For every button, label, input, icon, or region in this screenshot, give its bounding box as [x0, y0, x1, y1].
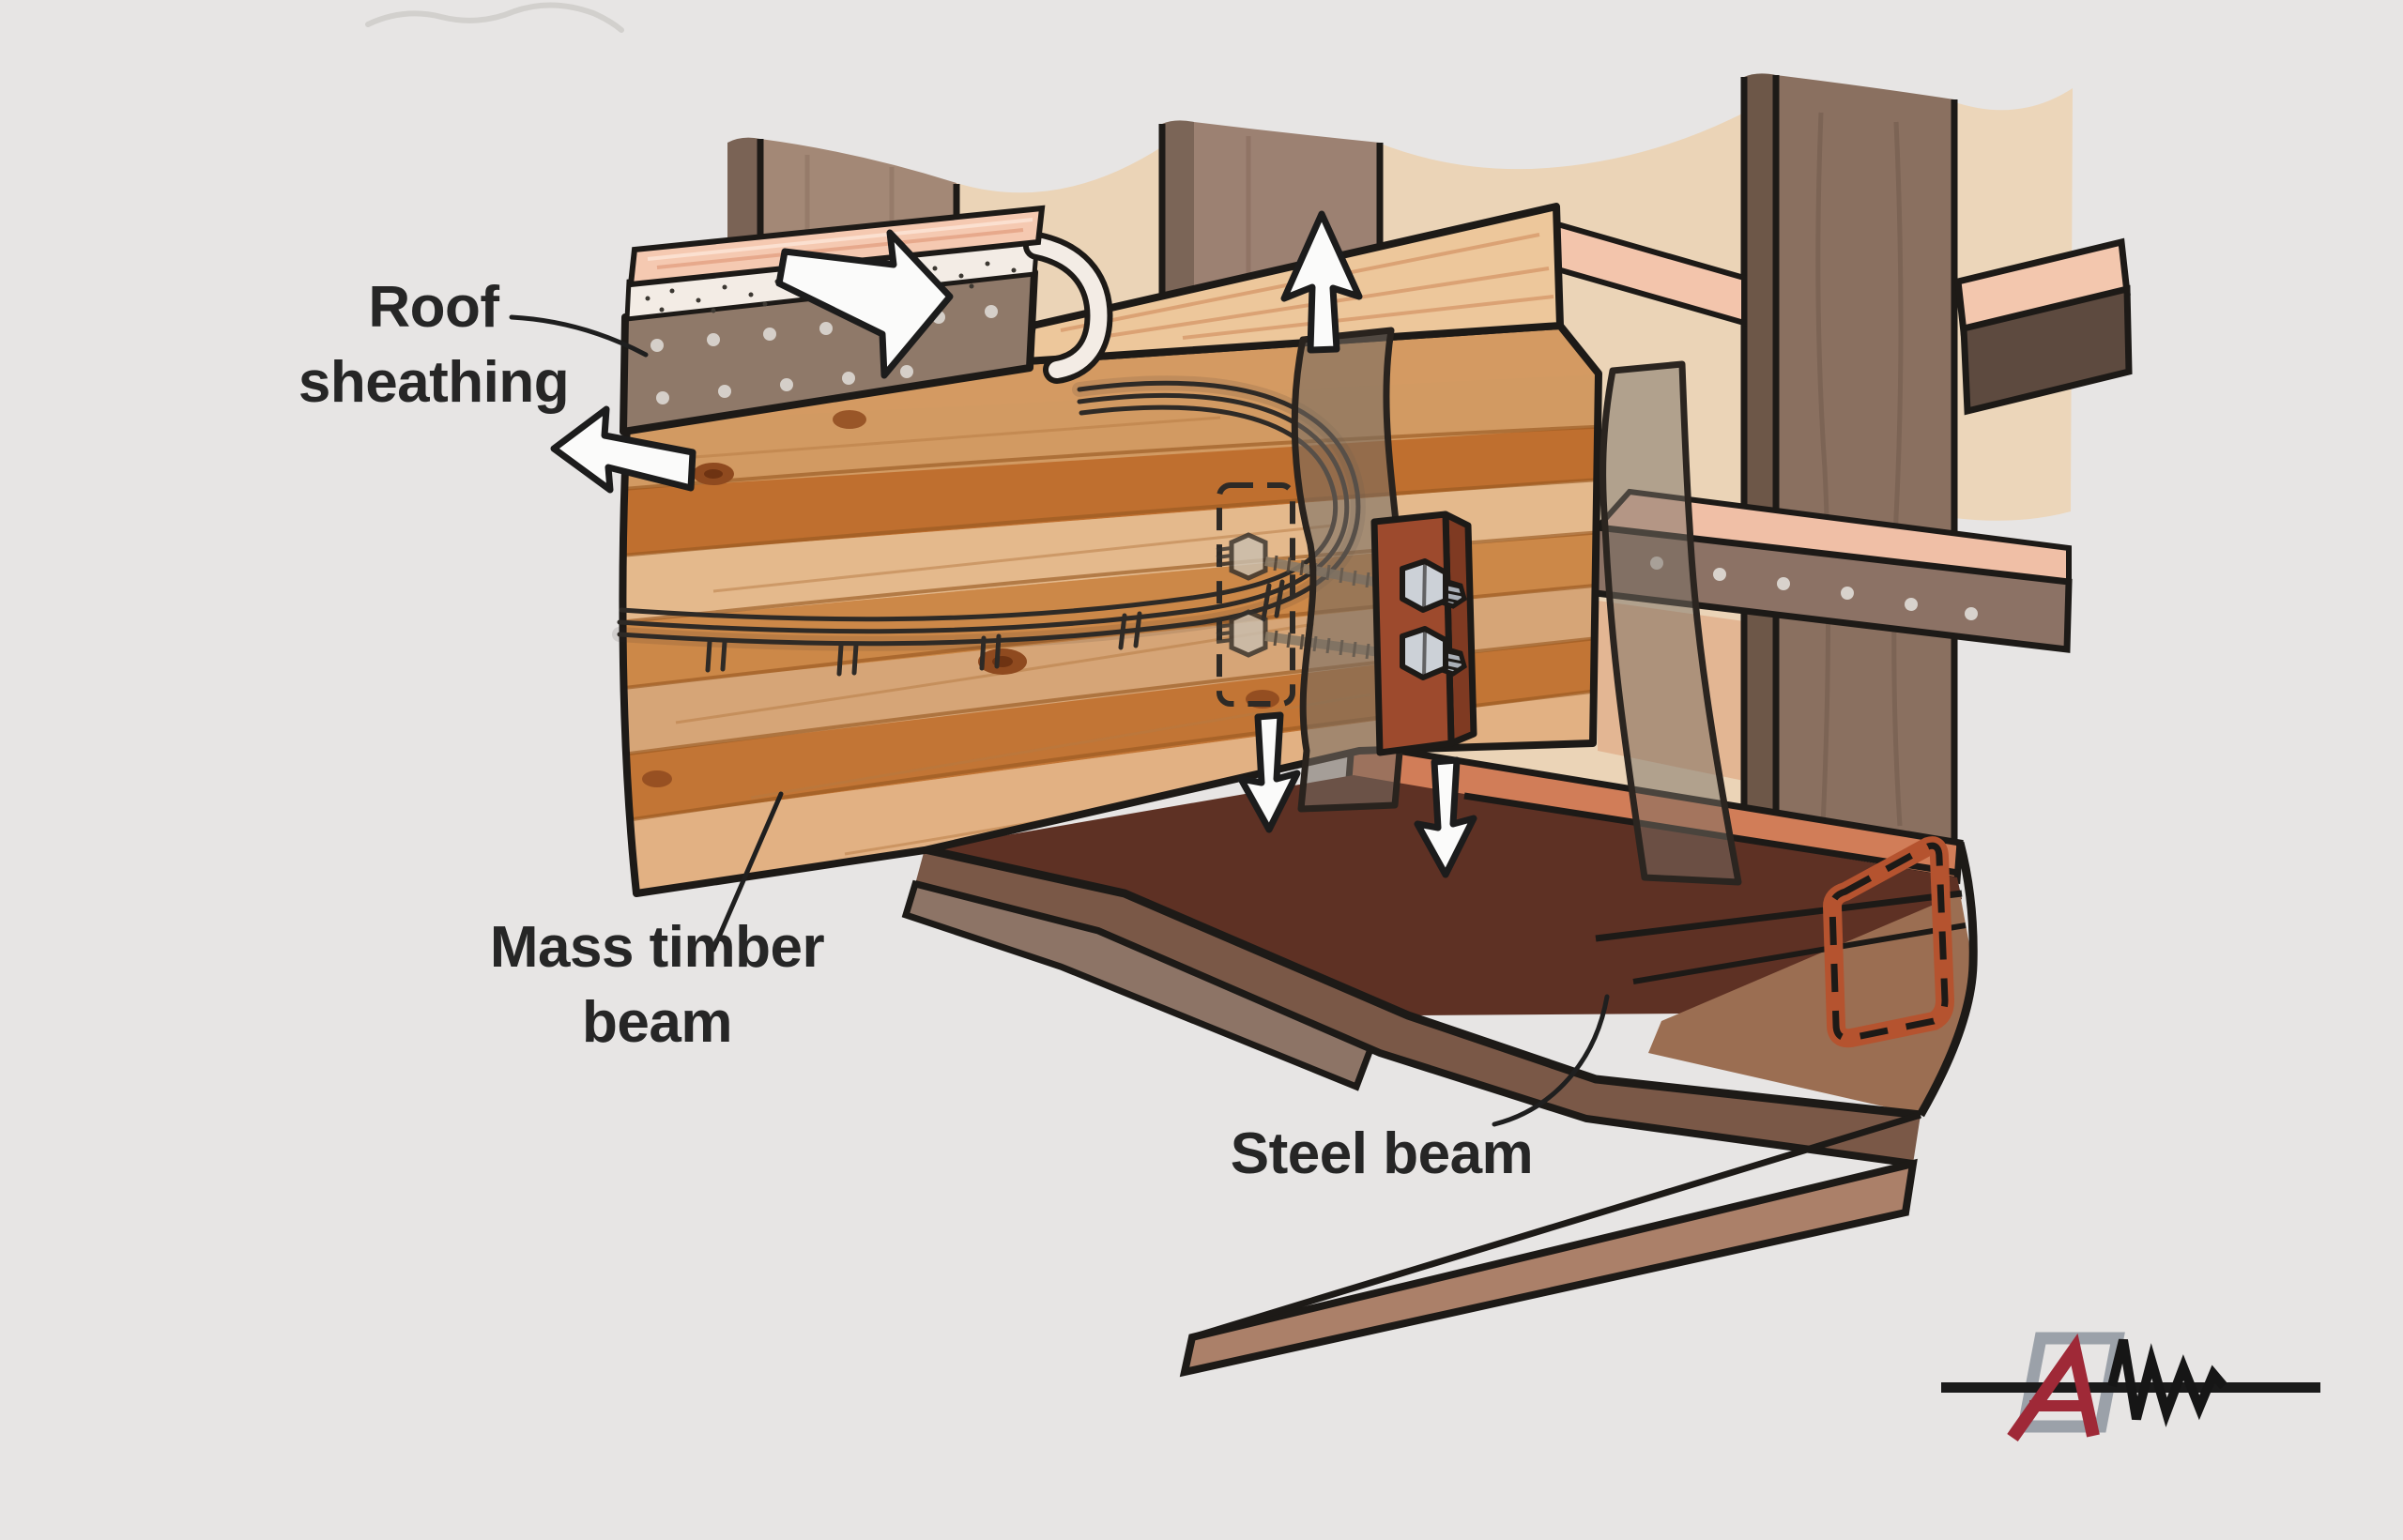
force-arrow-left-icon — [550, 405, 696, 494]
faint-sketch-squiggle — [365, 2, 624, 33]
steel-end-cut-edge — [1917, 841, 1978, 1118]
hidden-member-outline — [1822, 836, 1955, 1048]
logo-frame — [2016, 1332, 2125, 1433]
plate-bolts — [1400, 558, 1467, 680]
leader-steel-beam — [1492, 994, 1610, 1127]
mass-timber-beam-label: Mass timber beam — [490, 915, 825, 1055]
wood-knots — [642, 410, 1279, 787]
steel-end-face — [1648, 893, 1973, 1115]
steel-side-plate — [1370, 511, 1477, 756]
middle-stud-side — [1162, 120, 1194, 315]
steel-strap-right — [1599, 360, 1742, 886]
steel-beam-label: Steel beam — [1231, 1121, 1533, 1186]
logo-letter-a — [2007, 1333, 2100, 1442]
embedded-nuts — [1216, 532, 1268, 658]
right-column-face — [1776, 75, 1954, 849]
roof-sheathing-label-line2: sheathing — [298, 350, 569, 415]
force-arrow-down-right-icon — [1414, 756, 1477, 878]
force-arrow-down-left-icon — [1237, 711, 1301, 833]
force-arrows — [550, 210, 1477, 878]
flexible-screw-band — [612, 375, 1366, 677]
right-column-side — [1744, 73, 1776, 849]
logo-zigzag-icon — [2107, 1338, 2227, 1427]
annotations: Roof sheathing Mass timber beam Steel be… — [298, 275, 1610, 1186]
force-arrow-right-icon — [775, 229, 954, 379]
beam-outline — [619, 322, 1602, 897]
brand-logo — [1941, 1332, 2320, 1442]
mass-timber-label-line2: beam — [582, 990, 732, 1055]
roof-sheathing-label-line1: Roof — [368, 275, 499, 340]
leader-roof-sheathing — [509, 314, 649, 358]
steel-strap-center — [1291, 327, 1404, 813]
roof-sheathing-label: Roof sheathing — [298, 275, 570, 415]
sheathing-curl — [1029, 237, 1108, 378]
roof-board-right-face — [1960, 284, 2133, 416]
force-arrow-up-icon — [1280, 210, 1363, 354]
band-cross-ticks — [705, 579, 1285, 677]
steel-bottom-flange — [1179, 1158, 1918, 1378]
steel-front-edge — [915, 849, 1921, 1164]
leader-mass-timber — [711, 791, 784, 953]
steel-web-left — [901, 879, 1375, 1091]
hidden-bolt-pocket-outline — [1217, 482, 1295, 707]
roof-piece-right — [1954, 237, 2133, 416]
mass-timber-label-line1: Mass timber — [490, 915, 825, 980]
